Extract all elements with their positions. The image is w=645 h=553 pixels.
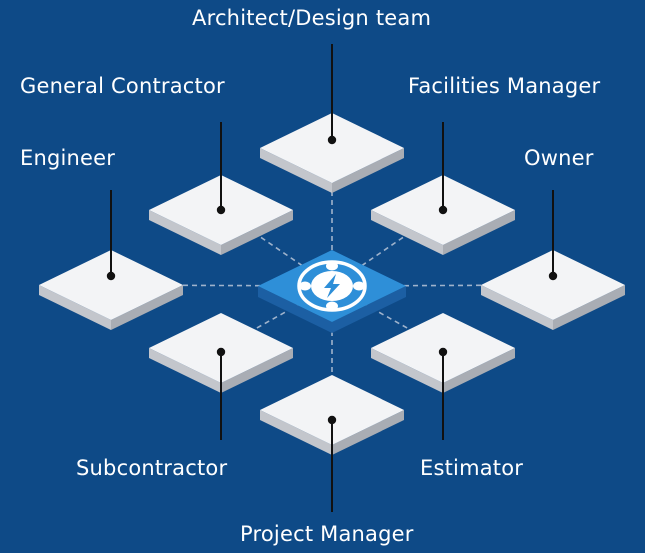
label-architect-design-team: Architect/Design team xyxy=(192,6,432,30)
tile-owner-left-side xyxy=(481,285,553,330)
tile-facilities-manager-left-side xyxy=(371,210,443,255)
tile-project-manager-top-face xyxy=(260,375,404,445)
label-facilities-manager: Facilities Manager xyxy=(408,74,601,98)
tile-general-contractor-left-side xyxy=(149,210,221,255)
leader-lines xyxy=(106,44,558,512)
leader-dot-subcontractor xyxy=(216,347,226,357)
tile-project-manager-left-side xyxy=(260,410,332,455)
tile-subcontractor-left-side xyxy=(149,348,221,393)
label-estimator: Estimator xyxy=(420,456,524,480)
tile-architect-design-team-top-face xyxy=(260,113,404,183)
tile-engineer-top-face xyxy=(39,250,183,320)
tile-engineer xyxy=(39,250,183,330)
tile-general-contractor-right-side xyxy=(221,210,293,255)
tile-engineer-left-side xyxy=(39,285,111,330)
tile-owner-right-side xyxy=(553,285,625,330)
leader-dot-estimator xyxy=(438,347,448,357)
tile-owner xyxy=(481,250,625,330)
tile-subcontractor-right-side xyxy=(221,348,293,393)
label-project-manager: Project Manager xyxy=(240,522,414,546)
label-subcontractor: Subcontractor xyxy=(76,456,228,480)
tile-project-manager xyxy=(260,375,404,455)
tile-estimator-right-side xyxy=(443,348,515,393)
tile-estimator-left-side xyxy=(371,348,443,393)
hub-tile xyxy=(258,250,406,333)
leader-dot-engineer xyxy=(106,271,116,281)
tile-owner-top-face xyxy=(481,250,625,320)
tile-architect-design-team-right-side xyxy=(332,148,404,193)
leader-dot-owner xyxy=(548,271,558,281)
tile-engineer-right-side xyxy=(111,285,183,330)
tile-facilities-manager-right-side xyxy=(443,210,515,255)
leader-dot-project-manager xyxy=(327,415,337,425)
tile-project-manager-right-side xyxy=(332,410,404,455)
leader-dot-general-contractor xyxy=(216,205,226,215)
hub-platform-left-side xyxy=(258,286,332,333)
label-owner: Owner xyxy=(524,146,594,170)
label-engineer: Engineer xyxy=(20,146,116,170)
tile-architect-design-team xyxy=(260,113,404,193)
leader-dot-facilities-manager xyxy=(438,205,448,215)
label-general-contractor: General Contractor xyxy=(20,74,225,98)
lightning-bolt-logo-icon xyxy=(297,260,367,312)
tile-architect-design-team-left-side xyxy=(260,148,332,193)
hub-platform-right-side xyxy=(332,286,406,333)
leader-dot-architect-design-team xyxy=(327,135,337,145)
